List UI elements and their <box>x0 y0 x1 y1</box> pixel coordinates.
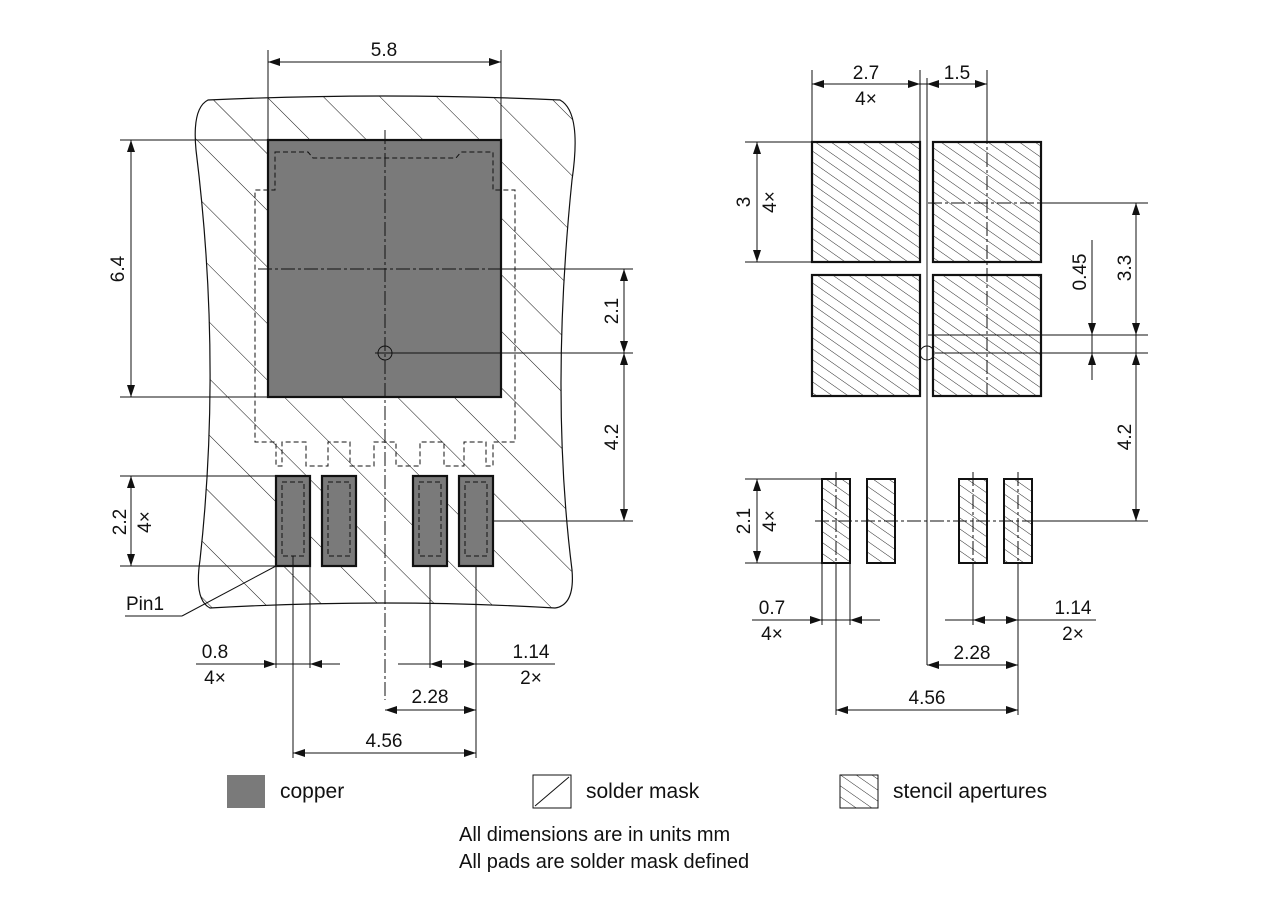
note-units: All dimensions are in units mm <box>459 824 730 846</box>
copper-pin-2 <box>320 474 358 568</box>
dim-center-offset: 2.28 <box>412 687 449 708</box>
stencil-aperture-bottom-left <box>810 273 922 398</box>
dim-pin-width: 0.8 <box>202 642 228 663</box>
copper-pin-4 <box>457 474 495 568</box>
stencil-aperture-top-left <box>810 140 922 264</box>
dim-bottom-offset: 4.2 <box>1115 424 1136 450</box>
dim-stencil-pin-width-count: 4× <box>761 624 783 645</box>
dim-aperture-width-count: 4× <box>855 89 877 110</box>
pin1-label: Pin1 <box>126 594 164 615</box>
legend-stencil-swatch <box>839 774 879 809</box>
legend: copper solder mask stencil apertures <box>227 774 1047 809</box>
dim-stencil-total-span: 4.56 <box>909 688 946 709</box>
dim-pin-height: 2.2 <box>110 509 131 535</box>
legend-copper-swatch <box>227 775 265 808</box>
right-origin-marker <box>919 345 935 361</box>
dim-pin-width-count: 4× <box>204 668 226 689</box>
dim-stencil-pin-width: 0.7 <box>759 598 785 619</box>
right-stencil-view: 2.7 4× 1.5 3 4× 0.45 3.3 4.2 2.1 4× <box>734 63 1148 715</box>
pin-2-lead <box>327 481 351 557</box>
legend-solder-mask-label: solder mask <box>586 780 700 803</box>
dim-stencil-pin-height: 2.1 <box>734 508 755 534</box>
dim-gap: 0.45 <box>1070 254 1091 291</box>
dim-aperture-height-count: 4× <box>760 191 781 213</box>
dim-aperture-height: 3 <box>734 197 755 208</box>
copper-pin-3 <box>411 474 449 568</box>
dim-total-span: 4.56 <box>366 731 403 752</box>
dim-stencil-pin-height-count: 4× <box>760 510 781 532</box>
note-solder-mask: All pads are solder mask defined <box>459 851 749 873</box>
dim-stencil-pin-pitch-count: 2× <box>1062 624 1084 645</box>
dim-vertical-offset: 3.3 <box>1115 255 1136 281</box>
copper-pin-1 <box>274 474 312 568</box>
dim-aperture-width: 2.7 <box>853 63 879 84</box>
dim-pin-pitch: 1.14 <box>513 642 550 663</box>
pin-3-lead <box>418 481 442 557</box>
legend-stencil-label: stencil apertures <box>893 780 1047 803</box>
dim-pin-height-count: 4× <box>135 511 156 533</box>
legend-copper-label: copper <box>280 780 344 803</box>
dim-stencil-pin-pitch: 1.14 <box>1055 598 1092 619</box>
dim-offset-top: 2.1 <box>602 298 623 324</box>
left-footprint-view: 5.8 6.4 2.1 4.2 2.2 4× Pin1 <box>108 40 633 758</box>
dim-pin-pitch-count: 2× <box>520 668 542 689</box>
dim-stencil-center-offset: 2.28 <box>954 643 991 664</box>
dim-offset-bottom: 4.2 <box>602 424 623 450</box>
dim-width-top: 5.8 <box>371 40 397 61</box>
dim-height-left: 6.4 <box>108 255 129 282</box>
pin-4-lead <box>464 481 488 557</box>
dim-center-width: 1.5 <box>944 63 970 84</box>
package-outline <box>254 151 516 467</box>
